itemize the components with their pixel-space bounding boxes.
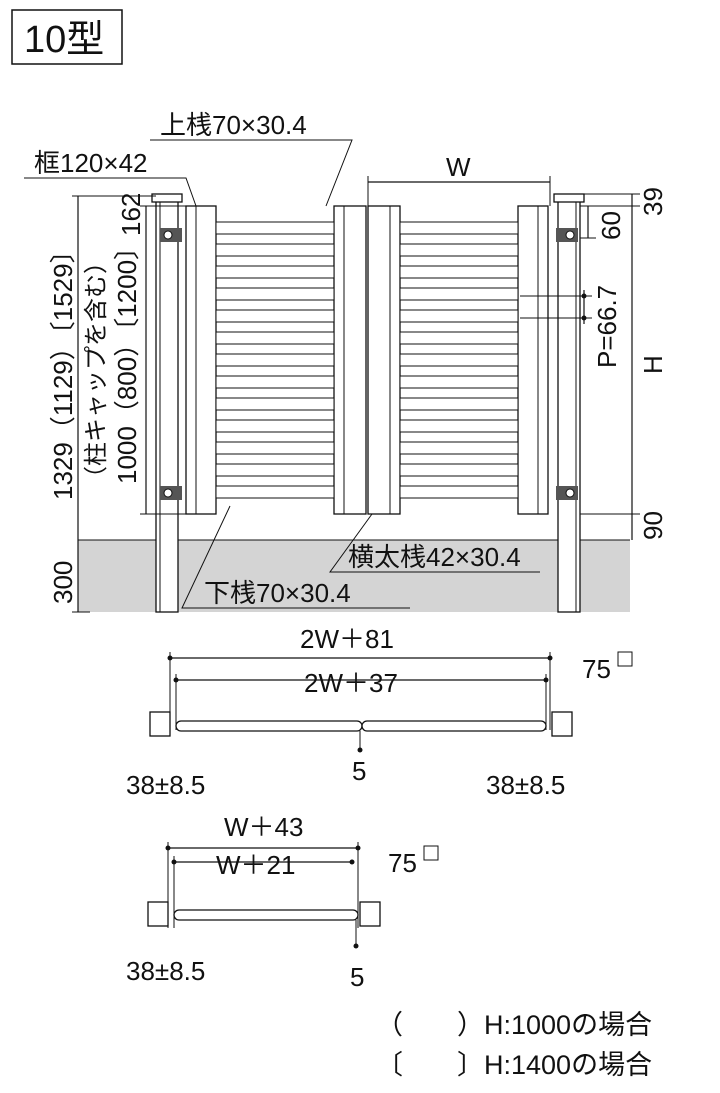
- right-post-cap: [553, 193, 585, 203]
- plan-single-offset: 38±8.5: [126, 956, 205, 986]
- pitch-label: P=66.7: [592, 285, 622, 368]
- slat: [399, 463, 519, 477]
- square-mark-2: [423, 845, 439, 861]
- dim-90: 90: [638, 511, 668, 540]
- dim-162: 162: [116, 193, 146, 236]
- overall-height-label: 1329（1129）〔1529〕: [48, 237, 78, 500]
- slat: [399, 441, 519, 455]
- dim-60: 60: [596, 211, 626, 240]
- slat: [215, 441, 335, 455]
- plan-double-inner: 2W＋37: [304, 668, 398, 698]
- slat: [399, 485, 519, 499]
- slat: [215, 309, 335, 323]
- cap-note: （柱キャップを含む）: [83, 250, 110, 490]
- dim-300: 300: [48, 561, 78, 604]
- right-post: [557, 199, 581, 613]
- slat: [399, 419, 519, 433]
- left-post-cap: [151, 193, 183, 203]
- left-post: [155, 199, 179, 613]
- slat: [399, 331, 519, 345]
- title: 10型: [24, 19, 104, 61]
- title-box: [11, 9, 123, 65]
- left-gate-leaf: [185, 205, 367, 515]
- hinge-right-top: [556, 228, 578, 242]
- hinge-left-bottom: [160, 486, 182, 500]
- plan-single-post: 75: [388, 848, 417, 878]
- slat: [399, 243, 519, 257]
- right-gate-leaf: [367, 205, 549, 515]
- plan-double-offset-right: 38±8.5: [486, 770, 565, 800]
- slat: [215, 243, 335, 257]
- plan-single-outer: W＋43: [224, 812, 303, 842]
- slat: [399, 397, 519, 411]
- frame-label: 框120×42: [34, 148, 147, 178]
- slat: [399, 287, 519, 301]
- slat: [399, 375, 519, 389]
- slat: [399, 309, 519, 323]
- hinge-right-bottom: [556, 486, 578, 500]
- slat: [215, 221, 335, 235]
- note-bracket: 〔 〕H:1400の場合: [376, 1050, 652, 1080]
- bottom-rail-label: 下桟70×30.4: [204, 578, 351, 608]
- plan-double-post: 75: [582, 654, 611, 684]
- plan-double-offset-left: 38±8.5: [126, 770, 205, 800]
- gate-height-label: 1000（800）〔1200〕: [112, 234, 142, 484]
- slat: [215, 353, 335, 367]
- slat: [215, 419, 335, 433]
- slat: [399, 353, 519, 367]
- plan-single-gap: 5: [350, 962, 364, 992]
- mid-rail-label: 横太桟42×30.4: [348, 542, 521, 572]
- dim-39: 39: [638, 187, 668, 216]
- plan-double-gap: 5: [352, 756, 366, 786]
- slat: [215, 265, 335, 279]
- slat: [215, 463, 335, 477]
- plan-double-outer: 2W＋81: [300, 624, 394, 654]
- note-paren: （ ）H:1000の場合: [376, 1010, 652, 1040]
- plan-double: 2W＋81 2W＋37 75 38±8.5 38±8.5 5: [126, 624, 633, 800]
- plan-single-inner: W＋21: [216, 850, 295, 880]
- slat: [399, 265, 519, 279]
- slat: [215, 287, 335, 301]
- square-mark: [617, 651, 633, 667]
- hinge-left-top: [160, 228, 182, 242]
- slat: [215, 397, 335, 411]
- width-label: W: [446, 152, 471, 182]
- slat: [215, 485, 335, 499]
- slat: [215, 331, 335, 345]
- plan-single: W＋43 W＋21 75 38±8.5 5: [126, 812, 439, 992]
- top-rail-label: 上桟70×30.4: [160, 110, 307, 140]
- slat: [215, 375, 335, 389]
- height-label: H: [638, 355, 668, 374]
- slat: [399, 221, 519, 235]
